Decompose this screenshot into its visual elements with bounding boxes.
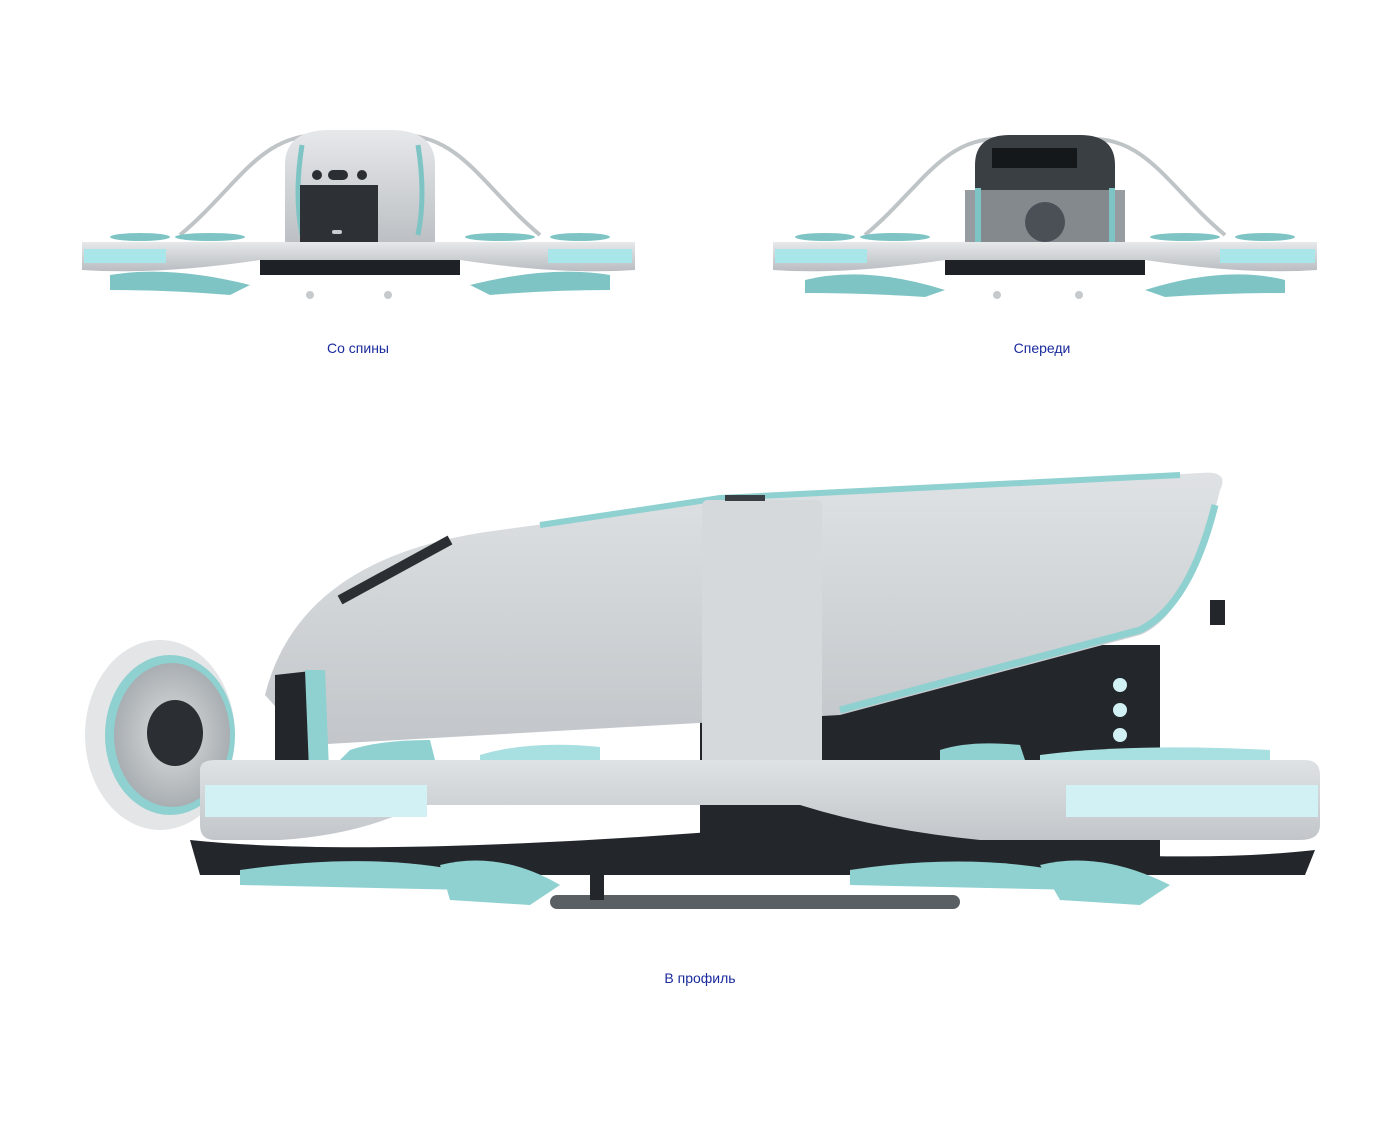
front-view-caption: Спереди	[1013, 340, 1071, 356]
drone-front-illustration	[773, 135, 1317, 299]
back-view-caption: Со спины	[327, 340, 389, 356]
back-view-render	[80, 125, 640, 310]
front-view-render	[765, 125, 1325, 310]
profile-view-caption: В профиль	[664, 970, 736, 986]
drone-back-illustration	[82, 130, 635, 299]
drone-profile-illustration	[85, 472, 1320, 909]
profile-view-render	[80, 465, 1320, 920]
